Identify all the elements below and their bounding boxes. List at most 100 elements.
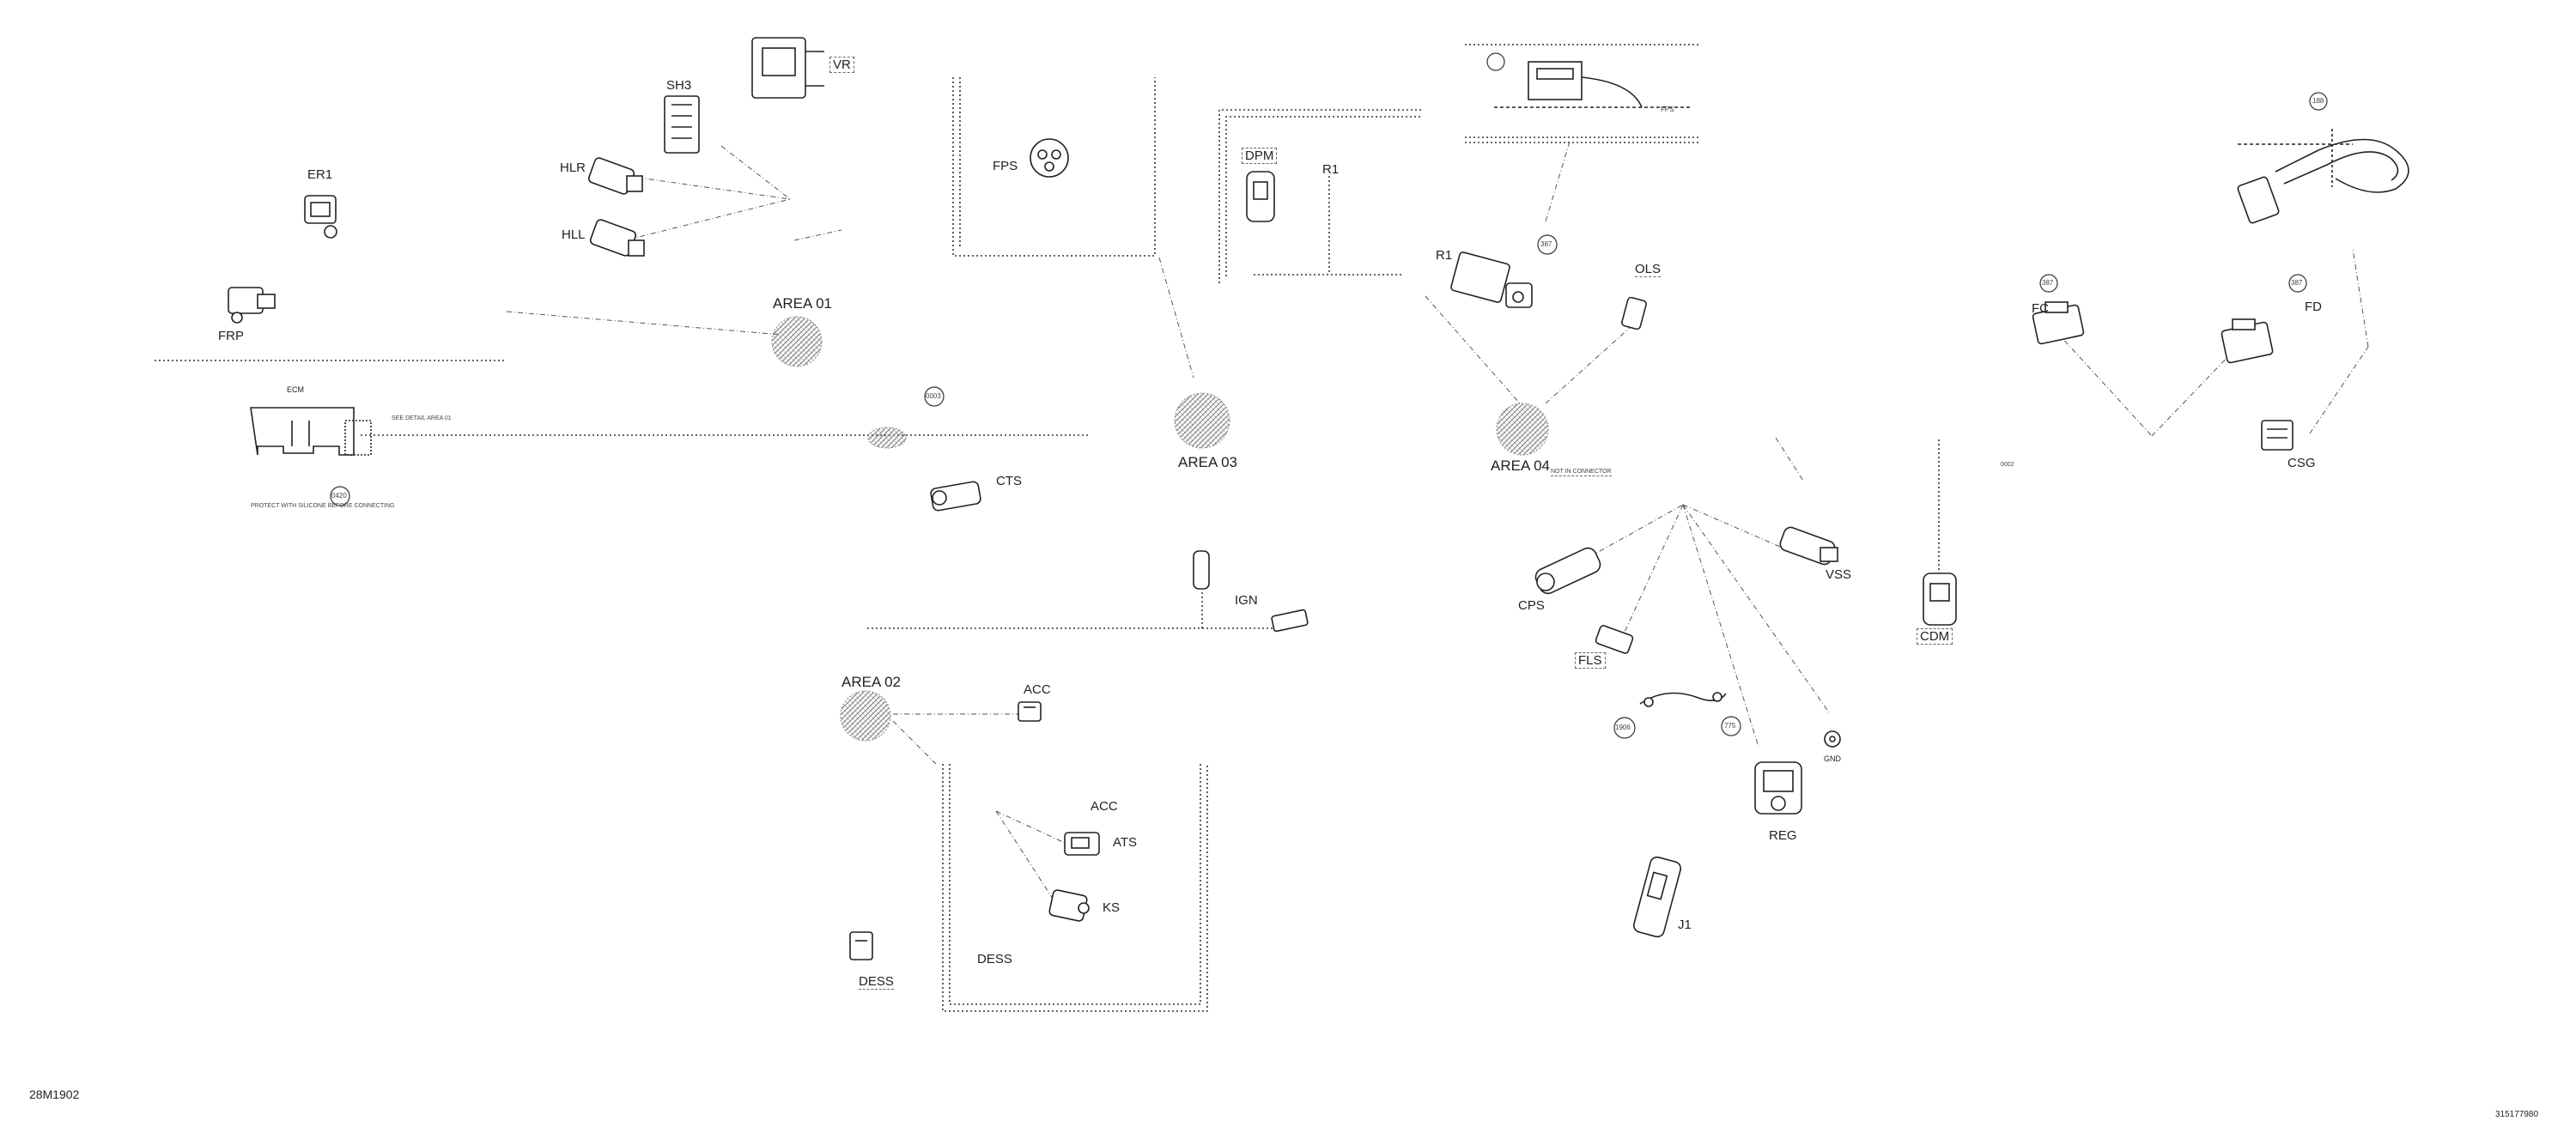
area04-label: AREA 04 — [1491, 457, 1550, 474]
dpm-frame-inner — [1225, 116, 1421, 276]
ols-label: OLS — [1635, 262, 1662, 277]
sh3-label: SH3 — [666, 78, 692, 93]
callout-387-r1-circle — [1537, 234, 1558, 255]
area02-marker — [840, 690, 891, 742]
dpm-connector — [1246, 171, 1275, 222]
r1-top-label: R1 — [1322, 162, 1340, 177]
j1-label: J1 — [1678, 918, 1692, 932]
vr-connector — [751, 37, 824, 99]
leader-gnd — [1682, 504, 1830, 713]
callout-0003-circle — [924, 386, 945, 407]
callout-0420: 0420 — [331, 492, 347, 500]
callout-387-fd-circle — [2288, 274, 2307, 293]
drawing-code-right: 315177980 — [2495, 1110, 2539, 1119]
leader-right-mid — [1775, 437, 1804, 482]
cps-label: CPS — [1518, 598, 1545, 613]
vss-connector — [1779, 526, 1838, 566]
area04-marker — [1496, 403, 1549, 456]
r1-detail-connector — [1494, 61, 1692, 108]
csg-connector — [2261, 420, 2293, 451]
leader-er-group-1 — [626, 175, 791, 200]
hlr-label: HLR — [560, 161, 586, 175]
leader-cps — [1579, 504, 1684, 563]
ks-connector — [1048, 889, 1090, 922]
drawing-code-left: 28M1902 — [29, 1087, 80, 1101]
leader-csg — [2309, 346, 2369, 434]
hlr-connector — [587, 157, 643, 195]
fls-connector — [1595, 625, 1634, 654]
gnd-label: GND — [1824, 754, 1841, 763]
callout-1906: 1906 — [1615, 724, 1631, 731]
leader-er-group-3 — [720, 145, 791, 200]
cdm-label: CDM — [1917, 628, 1953, 645]
ats-label: ATS — [1113, 835, 1138, 850]
area01-label: AREA 01 — [773, 295, 832, 312]
fps-right-label: FPS — [1661, 106, 1674, 113]
csg-label: CSG — [2287, 456, 2316, 470]
leader-vss — [1682, 504, 1787, 550]
ign-switch — [1193, 550, 1309, 633]
frp-label: FRP — [218, 329, 244, 343]
acc-connector — [1018, 701, 1042, 722]
vss-label: VSS — [1826, 567, 1852, 582]
callout-387-r1: 387 — [1540, 240, 1552, 248]
leader-area04-ols — [1545, 325, 1632, 404]
leader-area02-down — [892, 720, 937, 765]
callout-775-circle — [1721, 716, 1741, 736]
r1-relay — [1450, 251, 1533, 308]
callout-0420-circle — [330, 486, 350, 506]
leader-r1-detail — [1545, 141, 1571, 222]
callout-188: 188 — [2312, 97, 2324, 105]
leader-er-group-2 — [617, 198, 791, 243]
r1-label: R1 — [1436, 248, 1453, 263]
leader-area04-r1 — [1425, 295, 1521, 404]
ks-label: KS — [1103, 900, 1121, 915]
frp-connector — [228, 287, 276, 324]
area04-note: NOT IN CONNECTOR — [1551, 469, 1612, 476]
ign-label: IGN — [1235, 593, 1258, 608]
fd-connector — [2221, 318, 2274, 364]
cts-label: CTS — [996, 474, 1022, 488]
callout-188-circle — [2309, 92, 2328, 111]
area03-label: AREA 03 — [1178, 454, 1237, 470]
fc-label: FC — [2032, 301, 2049, 316]
dpm-label: DPM — [1242, 148, 1278, 164]
callout-0003: 0003 — [926, 392, 941, 400]
ats-connector — [1064, 832, 1100, 856]
fps-connector — [1030, 138, 1069, 178]
callout-1906-circle — [1613, 717, 1636, 739]
reg-label: REG — [1769, 828, 1797, 843]
reg-wire-assembly — [1639, 692, 1727, 707]
dess-frame-inner — [949, 764, 1201, 1005]
cts-connector — [930, 481, 981, 512]
fc-connector — [2032, 301, 2085, 345]
dpm-frame — [1218, 109, 1421, 283]
junction-marker — [867, 427, 907, 449]
dess-label: DESS — [859, 974, 894, 990]
fls-label: FLS — [1575, 652, 1606, 669]
cdm-connector — [1923, 572, 1957, 626]
callout-r1-detail-circle — [1486, 52, 1505, 71]
acc-label-area02: ACC — [1024, 682, 1051, 697]
area03-marker — [1174, 392, 1230, 449]
leader-fd — [2151, 351, 2233, 437]
ols-connector — [1621, 296, 1647, 330]
leader-reg — [1682, 504, 1759, 748]
hll-label: HLL — [562, 227, 586, 242]
j1-connector — [1632, 856, 1682, 938]
fps-frame — [952, 77, 1156, 257]
gnd-terminal — [1824, 730, 1841, 748]
vr-label: VR — [829, 57, 854, 73]
callout-387-fd: 387 — [2291, 279, 2303, 287]
er1-label: ER1 — [307, 167, 333, 182]
area01-marker — [771, 316, 823, 367]
leader-er-group-4 — [793, 229, 842, 241]
fps-label: FPS — [993, 159, 1018, 173]
leader-area01-left — [506, 311, 782, 336]
ecm-note-2: SEE DETAIL AREA 01 — [392, 415, 452, 421]
ecm-connector — [250, 407, 372, 456]
leader-ks-1 — [995, 810, 1055, 902]
fd-label: FD — [2305, 300, 2322, 314]
leader-fls — [1620, 504, 1684, 640]
